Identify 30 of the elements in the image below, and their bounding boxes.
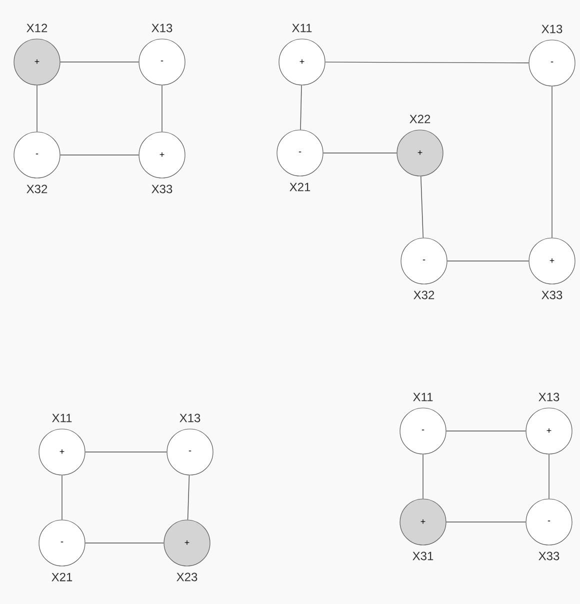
- node-label: X11: [292, 24, 312, 32]
- connector-line: [36, 84, 38, 132]
- node-label: X13: [538, 392, 560, 402]
- node-label: X33: [538, 552, 560, 560]
- node-label: X21: [290, 182, 310, 192]
- connector-line: [84, 542, 164, 544]
- connector-line: [548, 454, 550, 500]
- node-label: X33: [152, 184, 172, 194]
- connector-line: [420, 176, 424, 238]
- connector-line: [422, 454, 424, 500]
- connector-line: [300, 84, 302, 130]
- node-label: X23: [176, 572, 198, 582]
- node-label: X13: [542, 24, 562, 34]
- node-label: X13: [180, 414, 200, 422]
- node-label: X13: [152, 24, 172, 32]
- node-label: X11: [413, 392, 433, 402]
- node-label: X22: [410, 114, 430, 124]
- connector-line: [324, 62, 530, 64]
- node-label: X21: [52, 572, 72, 582]
- connector-line: [187, 474, 190, 520]
- node-label: X31: [412, 552, 434, 560]
- node-label: X33: [542, 290, 562, 300]
- connector-line: [446, 260, 530, 262]
- connector-line: [322, 152, 398, 154]
- node-label: X32: [414, 290, 434, 300]
- node-label: X12: [26, 24, 48, 32]
- connector-line: [446, 430, 526, 432]
- connector-line: [60, 154, 140, 156]
- node-label: X32: [26, 184, 48, 194]
- node-label: X11: [52, 414, 72, 422]
